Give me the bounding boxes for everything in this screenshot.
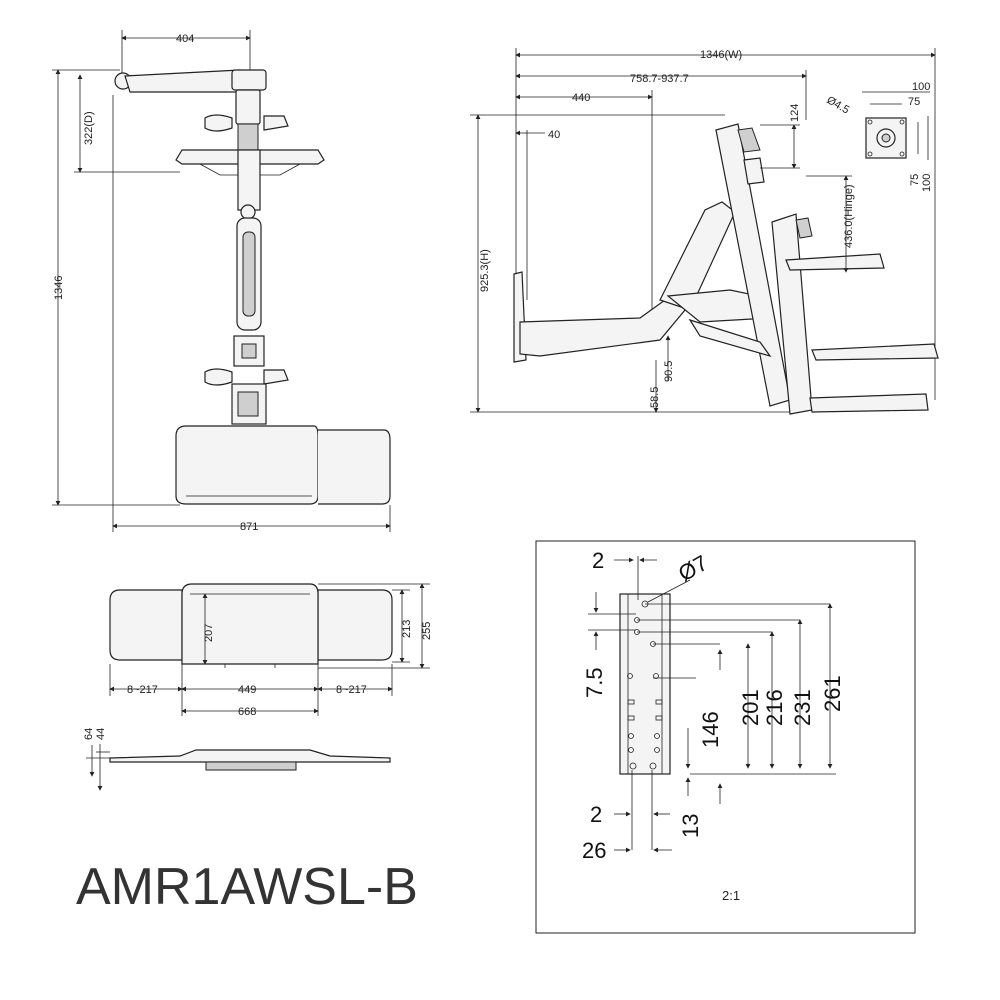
dim-449: 449 <box>238 684 256 696</box>
plate-detail: 2 Ø7 7.5 146 201 216 231 261 2 <box>535 540 916 934</box>
dim-left-ext: 8~217 <box>127 684 158 696</box>
dim-231: 231 <box>790 689 815 726</box>
side-view: 1346(W) 758.7-937.7 440 40 925.3(H) <box>470 48 939 415</box>
dim-925-height: 925.3(H) <box>479 249 491 292</box>
dim-vesa-100-h: 100 <box>912 81 930 93</box>
dim-1346-height: 1346 <box>53 276 65 300</box>
dim-213: 213 <box>401 620 413 638</box>
vesa-plate: Ø4.5 100 75 75 100 <box>825 81 934 192</box>
dim-7-5: 7.5 <box>582 667 607 698</box>
dim-404: 404 <box>176 33 194 45</box>
model-name: AMR1AWSL-B <box>76 858 418 916</box>
dim-207: 207 <box>203 624 215 642</box>
dim-124: 124 <box>789 104 801 122</box>
tray-side-view: 64 44 <box>83 728 391 791</box>
dim-vesa-75-v: 75 <box>909 174 921 186</box>
dim-right-ext: 8~217 <box>336 684 367 696</box>
dim-hole-7: Ø7 <box>674 550 712 586</box>
front-view: 404 1346 322(D) <box>52 30 391 533</box>
dim-top-2: 2 <box>592 548 604 573</box>
dim-58-5: 58.5 <box>649 387 661 408</box>
dim-216: 216 <box>762 689 787 726</box>
dim-90-5: 90.5 <box>663 361 675 382</box>
dim-871-width: 871 <box>240 521 258 533</box>
tray-top-view: 207 213 255 8~217 449 8~217 668 <box>109 583 433 718</box>
dim-13: 13 <box>678 814 703 838</box>
dim-44: 44 <box>95 728 107 740</box>
dim-64: 64 <box>83 728 95 740</box>
scale-label: 2:1 <box>722 888 740 903</box>
dim-vesa-75-h: 75 <box>908 96 920 108</box>
dim-440: 440 <box>572 92 590 104</box>
dim-reach-range: 758.7-937.7 <box>630 73 689 85</box>
dim-201: 201 <box>738 689 763 726</box>
dim-146: 146 <box>698 711 723 748</box>
dim-hinge: 436.0(Hinge) <box>843 184 855 248</box>
dim-1346-width: 1346(W) <box>700 49 742 61</box>
dim-668: 668 <box>238 706 256 718</box>
dim-vesa-100-v: 100 <box>921 174 933 192</box>
dim-261: 261 <box>820 675 845 712</box>
dim-322-depth: 322(D) <box>83 111 95 145</box>
dim-vesa-hole: Ø4.5 <box>825 94 852 116</box>
dim-255: 255 <box>421 622 433 640</box>
dim-40: 40 <box>548 129 560 141</box>
dim-26: 26 <box>582 838 606 863</box>
dim-bottom-2: 2 <box>590 802 602 827</box>
